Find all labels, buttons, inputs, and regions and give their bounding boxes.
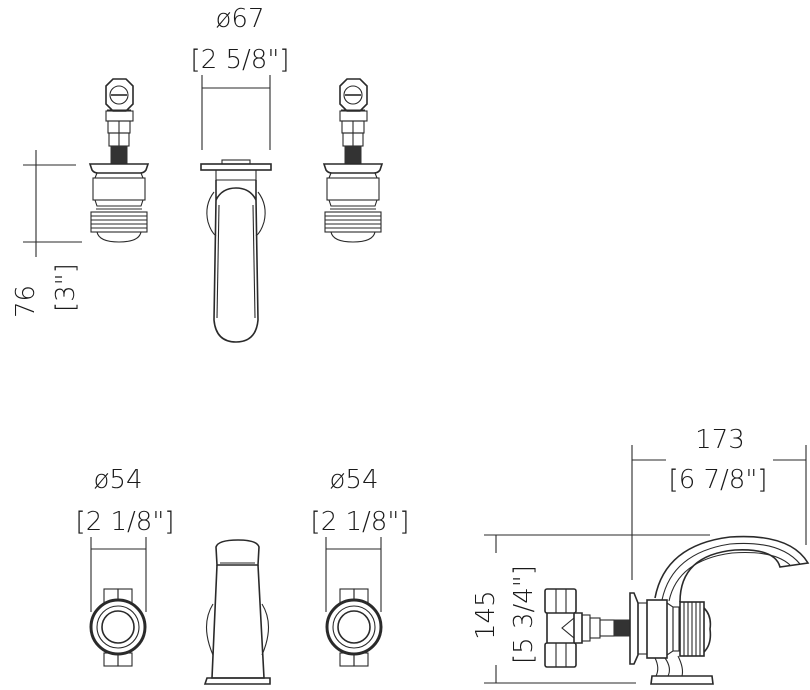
spout-diameter-dimension-line bbox=[201, 75, 271, 150]
right-handle-diameter-dimension-line bbox=[325, 537, 382, 612]
right-handle-plan bbox=[325, 588, 383, 667]
spout-plan bbox=[203, 539, 271, 685]
left-handle-diameter-dimension-line bbox=[90, 537, 147, 612]
right-handle-diameter-inch-label: [2 1/8"] bbox=[311, 507, 410, 537]
total-height-mm-label: 145 bbox=[471, 590, 501, 640]
right-valve-front bbox=[322, 78, 384, 243]
left-handle-diameter-mm-label: ø54 bbox=[94, 465, 143, 495]
left-handle-diameter-inch-label: [2 1/8"] bbox=[76, 507, 175, 537]
spout-side-body bbox=[629, 535, 810, 685]
total-height-dimension-line bbox=[484, 534, 710, 684]
total-height-inch-label: [5 3/4"] bbox=[509, 565, 539, 664]
spout-reach-inch-label: [6 7/8"] bbox=[669, 465, 768, 495]
spout-reach-mm-label: 173 bbox=[695, 425, 745, 455]
valve-height-inch-label: [3"] bbox=[51, 263, 81, 312]
spout-diameter-inch-label: [2 5/8"] bbox=[191, 45, 290, 75]
valve-height-mm-label: 76 bbox=[11, 285, 41, 318]
left-handle-plan bbox=[89, 588, 147, 667]
spout-reach-dimension-line bbox=[631, 445, 807, 580]
valve-height-dimension-line bbox=[23, 150, 82, 257]
left-valve-front bbox=[88, 78, 150, 243]
tee-connector bbox=[544, 588, 631, 668]
right-handle-diameter-mm-label: ø54 bbox=[330, 465, 379, 495]
spout-front bbox=[200, 159, 272, 343]
spout-diameter-mm-label: ø67 bbox=[216, 4, 265, 34]
